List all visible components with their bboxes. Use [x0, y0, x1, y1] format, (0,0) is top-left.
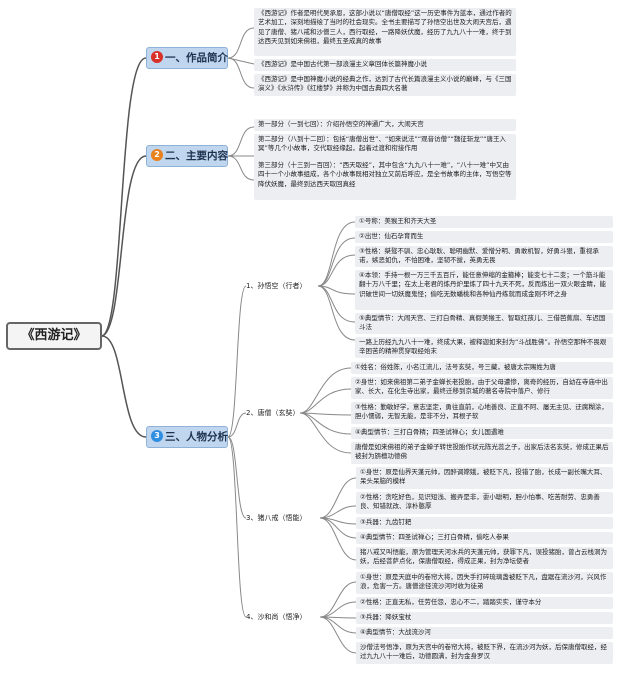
section-label: 三、人物分析: [165, 431, 228, 443]
number-badge-icon: 1: [151, 51, 163, 63]
intro-note: 《西游记》是中国神魔小说的经典之作，达到了古代长篇浪漫主义小说的巅峰，与《三国演…: [254, 74, 516, 96]
character-detail: ③兵器：九齿钉耙: [356, 517, 613, 529]
character-detail: ②性格：贪吃好色，见识短浅、搬弄是非，耍小聪明，胆小怕事、吃苦耐劳、忠勇善良、知…: [356, 492, 613, 514]
character-tang-seng[interactable]: 2、唐僧（玄奘）: [246, 409, 300, 417]
section-label: 一、作品简介: [165, 52, 228, 64]
character-detail: ③性格：勤敏好学，意志坚定，勇往直前，心地善良、正直不阿、屡无主见、迂腐糊涂，胆…: [351, 402, 613, 424]
character-detail: 沙僧法号悟净，原为天宫中的卷帘大将，被贬下界，在流沙河为妖，后保唐僧取经，经过九…: [356, 642, 613, 664]
content-note: 第一部分（一到七回）：介绍孙悟空的神通广大，大闹天宫: [254, 119, 516, 131]
intro-note: 《西游记》是中国古代第一部浪漫主义章回体长篇神魔小说: [254, 59, 516, 71]
intro-note: 《西游记》作者是明代吴承恩，这部小说以“唐僧取经”这一历史事件为蓝本，通过作者的…: [254, 8, 516, 56]
character-sun-wukong[interactable]: 1、孙悟空（行者）: [246, 282, 307, 290]
character-sha-heshang[interactable]: 4、沙和尚（悟净）: [246, 613, 307, 621]
character-detail: ⑤典型情节：大闹天宫、三打白骨精、真假美猴王、智取红孩儿、三借芭蕉扇、车迟国斗法: [355, 313, 613, 334]
character-detail: ①身世：原是仙界天蓬元帅，因醉调嫦娥，被贬下凡，投错了胎，长成一副长嘴大耳、呆头…: [356, 467, 613, 489]
character-detail: ④本领：手持一根一万三千五百斤，能任意伸缩的金箍棒；能变七十二变；一个筋斗能翻十…: [355, 270, 613, 310]
character-detail: ④典型情节：四圣试禅心；三打白骨精，偷吃人参果: [356, 532, 613, 544]
character-detail: ②出世：仙石孕育而生: [355, 231, 613, 243]
character-detail: ①号称：美猴王和齐天大圣: [355, 216, 613, 228]
number-badge-icon: 2: [151, 149, 163, 161]
character-detail: ④典型情节：三打白骨精；四圣试禅心；女儿国遇难: [351, 427, 613, 439]
character-detail: ③性格：桀骜不驯、忠心耿耿、聪明幽默、爱憎分明、勇敢机智，好勇斗狠，重视承诺，嫉…: [355, 246, 613, 267]
character-detail: ③兵器：降妖宝杖: [356, 612, 613, 624]
character-detail: ②身世：如来佛祖第二弟子金蝉长老投胎，由于父母遭惨，离奇的经历，自幼在寺庙中出家…: [351, 377, 613, 399]
character-detail: ②性格：正直无私，任劳任怨，忠心不二，踏踏实实，谨守本分: [356, 597, 613, 609]
character-detail: 猪八戒又叫悟能，原为管理天河水兵的天蓬元帅，获罪下凡，误投猪胎，曾占云栈洞为妖，…: [356, 547, 613, 569]
content-note: 第二部分（八到十二回）：包括“唐僧出世”、“如来说法”“观音访僧”“魏征斩龙”“…: [254, 134, 516, 165]
content-note: 第三部分（十三到一百回）：“西天取经”，其中包含“九九八十一难”，“八十一难”中…: [254, 160, 516, 200]
character-detail: ④典型情节：大战流沙河: [356, 627, 613, 639]
character-detail: 一路上历经九九八十一难，终成大果，被释迦如来封为“斗战胜佛”。孙悟空那种不畏艰辛…: [355, 337, 613, 358]
section-label: 二、主要内容: [165, 150, 228, 162]
root-topic[interactable]: 《西游记》: [6, 322, 102, 350]
character-detail: ①身世：原是天庭中的卷帘大将，因失手打碎琉璃盏被贬下凡，盘踞在流沙河，兴风作浪，…: [356, 572, 613, 594]
character-detail: 唐僧是如来佛祖的弟子金蝉子转世投胎作状元陈光蕊之子，出家后法名玄奘，修成正果后被…: [351, 442, 613, 464]
number-badge-icon: 3: [151, 430, 163, 442]
character-zhu-bajie[interactable]: 3、猪八戒（悟能）: [246, 514, 307, 522]
character-detail: ①姓名：俗姓陈，小名江流儿，法号玄奘，号三藏，被唐太宗赐姓为唐: [351, 362, 613, 374]
